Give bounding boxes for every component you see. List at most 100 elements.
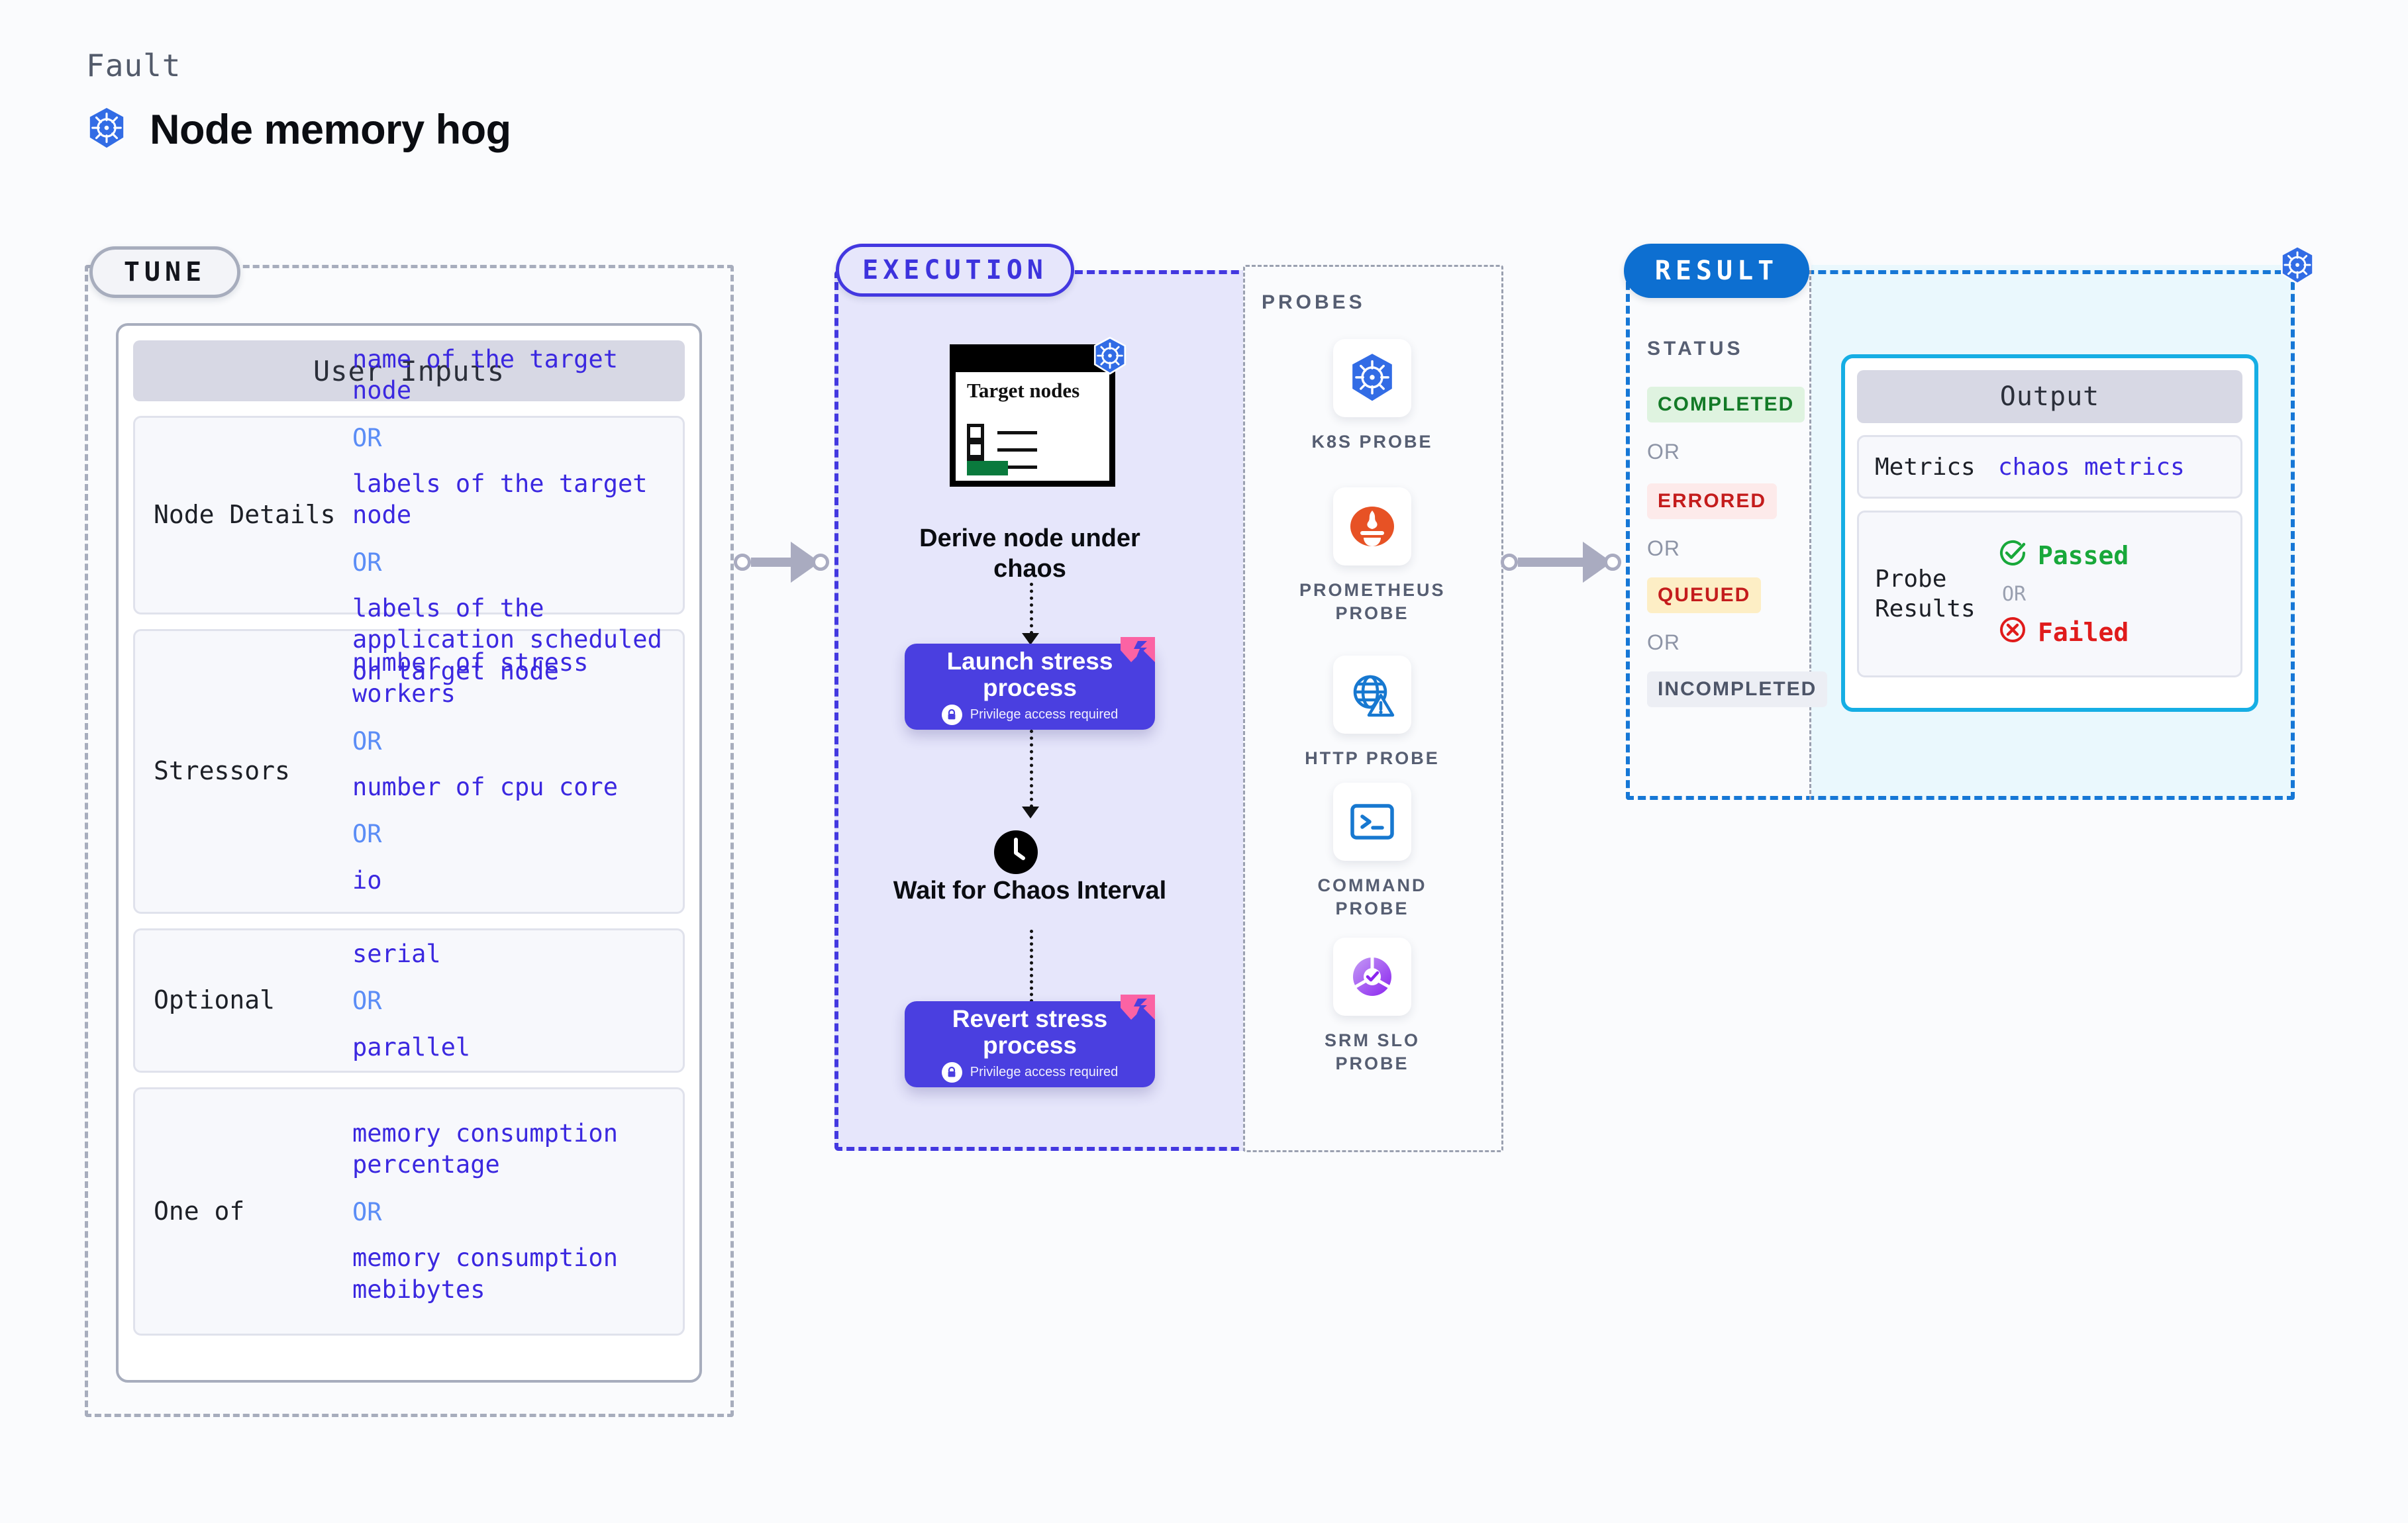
output-row-key: Metrics xyxy=(1875,453,1976,481)
output-title: Output xyxy=(1857,370,2242,423)
flow-arrowhead xyxy=(1022,633,1039,645)
probe-result-failed: Failed xyxy=(1998,615,2231,650)
lock-icon xyxy=(941,1062,962,1083)
kubernetes-icon xyxy=(1333,339,1411,417)
input-option: number of cpu core xyxy=(352,773,618,801)
input-row-one-of: One of memory consumption percentage OR … xyxy=(133,1087,685,1336)
input-option: name of the target node xyxy=(352,344,618,405)
output-row-metrics: Metrics chaos metrics xyxy=(1857,435,2242,499)
output-row-key: Probe Results xyxy=(1875,565,1976,622)
result-section-boundary xyxy=(1626,270,2295,800)
slo-gauge-icon xyxy=(1333,938,1411,1016)
probes-title: PROBES xyxy=(1262,291,1366,313)
step-note-row: Privilege access required xyxy=(941,705,1119,726)
step-note: Privilege access required xyxy=(970,707,1119,722)
probe-srm-slo[interactable]: SRM SLO PROBE xyxy=(1299,938,1445,1075)
output-row-value: chaos metrics xyxy=(1998,453,2185,481)
check-circle-icon xyxy=(1998,538,2027,573)
connector-tune-to-execution xyxy=(734,542,840,583)
lock-icon xyxy=(941,705,962,726)
clock-icon xyxy=(994,830,1038,877)
output-row-value: Passed OR Failed xyxy=(1998,538,2231,650)
flow-line xyxy=(1030,730,1033,808)
document-title: Target nodes xyxy=(967,379,1080,402)
input-row-values: memory consumption percentage OR memory … xyxy=(352,1118,674,1305)
step-revert-stress-process[interactable]: Revert stress process Privilege access r… xyxy=(905,995,1155,1087)
probe-label: SRM SLO PROBE xyxy=(1324,1030,1420,1074)
globe-warning-icon xyxy=(1333,656,1411,734)
user-inputs-title: User Inputs xyxy=(133,340,685,401)
terminal-icon xyxy=(1333,783,1411,861)
probe-k8s[interactable]: K8S PROBE xyxy=(1299,339,1445,454)
flow-line xyxy=(1030,583,1033,634)
or-separator: OR xyxy=(1647,440,1680,464)
or-separator: OR xyxy=(352,820,382,849)
or-separator: OR xyxy=(1647,536,1680,560)
ribbon-icon xyxy=(1118,634,1158,667)
probe-label: HTTP PROBE xyxy=(1305,748,1440,768)
status-title: STATUS xyxy=(1647,338,1744,360)
flow-line xyxy=(1030,930,1033,1003)
or-separator: OR xyxy=(352,548,382,577)
flow-arrowhead xyxy=(1022,807,1039,818)
input-option: serial xyxy=(352,939,441,968)
probe-result-passed: Passed xyxy=(1998,538,2231,573)
status-badge-incompleted: INCOMPLETED xyxy=(1647,671,1828,707)
or-separator: OR xyxy=(1647,630,1680,654)
tune-badge: TUNE xyxy=(89,246,240,298)
ribbon-icon xyxy=(1118,992,1158,1025)
probe-label: K8S PROBE xyxy=(1311,432,1433,452)
connector-execution-to-result xyxy=(1501,542,1633,583)
probe-command[interactable]: COMMAND PROBE xyxy=(1299,783,1445,920)
kubernetes-icon xyxy=(1091,336,1129,379)
fault-eyebrow-label: Fault xyxy=(86,48,181,83)
connector-start-dot xyxy=(734,554,751,571)
input-option: labels of the application scheduled on t… xyxy=(352,594,662,685)
input-row-key: Node Details xyxy=(154,500,336,530)
connector-line xyxy=(1518,558,1584,567)
probe-label: COMMAND PROBE xyxy=(1317,875,1427,919)
step-title: Launch stress process xyxy=(946,647,1113,701)
input-option: number of stress workers xyxy=(352,648,589,709)
wait-interval-label: Wait for Chaos Interval xyxy=(893,877,1167,905)
status-badge-queued: QUEUED xyxy=(1647,577,1762,613)
probe-http[interactable]: HTTP PROBE xyxy=(1299,656,1445,770)
step-title: Revert stress process xyxy=(952,1005,1108,1059)
step-note: Privilege access required xyxy=(970,1065,1119,1080)
status-badge-errored: ERRORED xyxy=(1647,483,1778,519)
connector-end-dot xyxy=(812,554,829,571)
output-card: Output Metrics chaos metrics Probe Resul… xyxy=(1841,354,2258,712)
input-row-key: Stressors xyxy=(154,756,290,786)
probe-result-failed-label: Failed xyxy=(2038,618,2129,647)
x-circle-icon xyxy=(1998,615,2027,650)
page-title: Node memory hog xyxy=(150,107,511,153)
or-separator: OR xyxy=(2002,582,2027,606)
input-option: memory consumption mebibytes xyxy=(352,1244,618,1304)
or-separator: OR xyxy=(352,423,382,452)
input-option: labels of the target node xyxy=(352,469,648,530)
output-row-probe-results: Probe Results Passed OR xyxy=(1857,511,2242,677)
connector-end-dot xyxy=(1604,554,1621,571)
input-row-values: serial OR parallel xyxy=(352,938,674,1063)
result-badge: RESULT xyxy=(1624,244,1809,298)
connector-start-dot xyxy=(1501,554,1518,571)
input-row-key: Optional xyxy=(154,985,276,1015)
input-option: io xyxy=(352,865,382,895)
step-note-row: Privilege access required xyxy=(941,1062,1119,1083)
tune-section-boundary xyxy=(85,265,734,1417)
status-badge-completed: COMPLETED xyxy=(1647,387,1805,422)
probe-prometheus[interactable]: PROMETHEUS PROBE xyxy=(1299,487,1445,625)
input-row-optional: Optional serial OR parallel xyxy=(133,928,685,1073)
input-row-stressors: Stressors number of stress workers OR nu… xyxy=(133,629,685,914)
derive-node-label: Derive node under chaos xyxy=(919,524,1140,583)
kubernetes-icon xyxy=(2278,245,2317,289)
target-nodes-document-icon: Target nodes xyxy=(950,344,1115,487)
kubernetes-icon xyxy=(86,107,127,154)
prometheus-icon xyxy=(1333,487,1411,565)
probe-label: PROMETHEUS PROBE xyxy=(1299,580,1446,624)
input-option: parallel xyxy=(352,1032,471,1061)
fault-title-row: Node memory hog xyxy=(86,106,511,154)
step-launch-stress-process[interactable]: Launch stress process Privilege access r… xyxy=(905,637,1155,730)
input-row-node-details: Node Details name of the target node OR … xyxy=(133,345,685,685)
or-separator: OR xyxy=(352,987,382,1016)
